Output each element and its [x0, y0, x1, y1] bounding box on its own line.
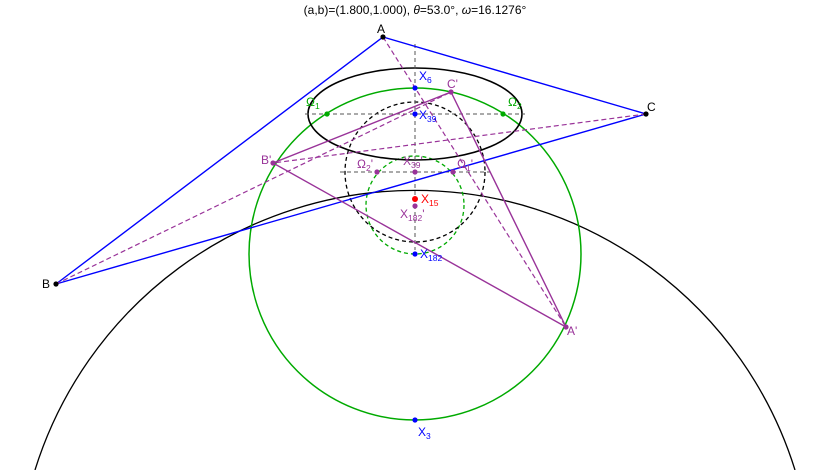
title-prefix: (a,b)=(1.800,1.000), [304, 3, 414, 17]
label-x6: X6 [419, 69, 432, 85]
point-omega2-prime [374, 169, 380, 175]
label-c-prime: C' [447, 77, 458, 91]
point-a-prime [563, 324, 569, 330]
circumcircle [34, 189, 796, 470]
point-x39-prime [412, 169, 418, 175]
label-b-prime: B' [261, 153, 271, 167]
triangle-a-b-c-prime [271, 91, 568, 329]
point-b [53, 281, 59, 287]
label-a: A [377, 22, 385, 36]
label-omega2-prime: Ω2' [357, 157, 373, 173]
title-theta-value: =53.0°, [420, 3, 462, 17]
point-x182-prime [412, 203, 418, 209]
point-x182 [412, 251, 418, 257]
label-x39-prime: X39' [403, 154, 423, 170]
point-x6 [412, 85, 418, 91]
title-theta-symbol: θ [413, 3, 420, 17]
point-omega1-prime [450, 169, 456, 175]
figure-title: (a,b)=(1.800,1.000), θ=53.0°, ω=16.1276° [304, 3, 527, 17]
label-x3: X3 [418, 425, 431, 441]
point-x15 [412, 196, 418, 202]
dashed-line-a-a-prime [382, 36, 567, 328]
title-omega-symbol: ω [462, 3, 471, 17]
label-b: B [42, 277, 50, 291]
label-x15: X15 [421, 192, 439, 208]
point-b-prime [270, 160, 276, 166]
point-x39 [412, 111, 418, 117]
dashed-line-c-b-prime [272, 113, 647, 164]
green-dashed-circle [365, 155, 465, 255]
point-omega1 [324, 111, 330, 117]
label-omega2: Ω2 [508, 95, 522, 111]
label-x182-prime: X182' [400, 207, 425, 223]
dashed-line-b-c-prime [55, 91, 452, 285]
label-c: C [647, 100, 656, 114]
triangle-abc [55, 36, 649, 285]
label-a-prime: A' [567, 324, 577, 338]
label-omega1-prime: Ω1' [457, 157, 473, 173]
label-omega1: Ω1 [306, 95, 320, 111]
point-a [380, 34, 386, 40]
point-omega2 [500, 111, 506, 117]
point-x3 [412, 417, 418, 423]
title-omega-value: =16.1276° [471, 3, 526, 17]
point-c [643, 111, 649, 117]
label-x39: X39 [419, 108, 437, 124]
label-x182: X182 [420, 247, 442, 263]
point-c-prime [448, 89, 454, 95]
